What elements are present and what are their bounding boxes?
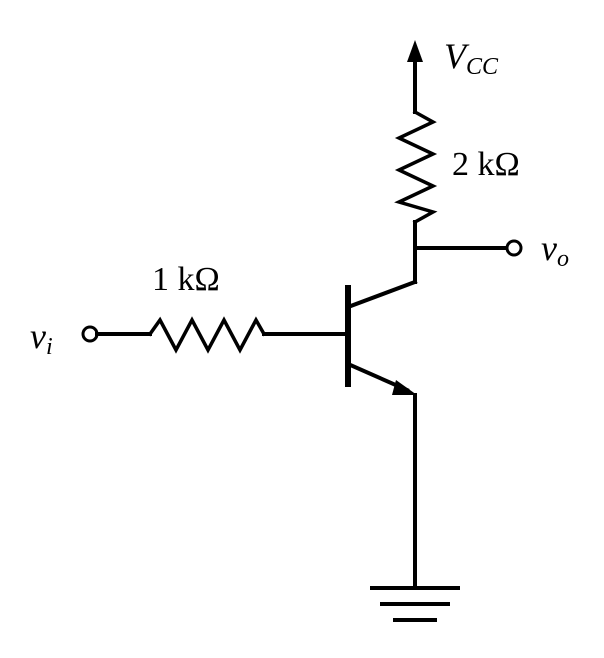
collector-resistor-label: 2 kΩ — [452, 146, 520, 183]
npn-transistor — [345, 279, 418, 395]
input-terminal — [81, 325, 99, 343]
vcc-supply — [407, 40, 423, 114]
base-resistor — [147, 316, 267, 354]
output-label: vo — [541, 228, 569, 272]
transistor-collector-leg — [345, 279, 418, 310]
ground-icon — [370, 586, 460, 622]
collector-resistor — [394, 109, 438, 225]
vcc-label: VCC — [444, 36, 499, 80]
output-terminal — [505, 239, 523, 257]
emitter-arrow-icon — [392, 380, 417, 395]
base-resistor-label: 1 kΩ — [152, 261, 220, 298]
vcc-arrow-icon — [407, 40, 423, 62]
input-label: vi — [30, 316, 53, 360]
